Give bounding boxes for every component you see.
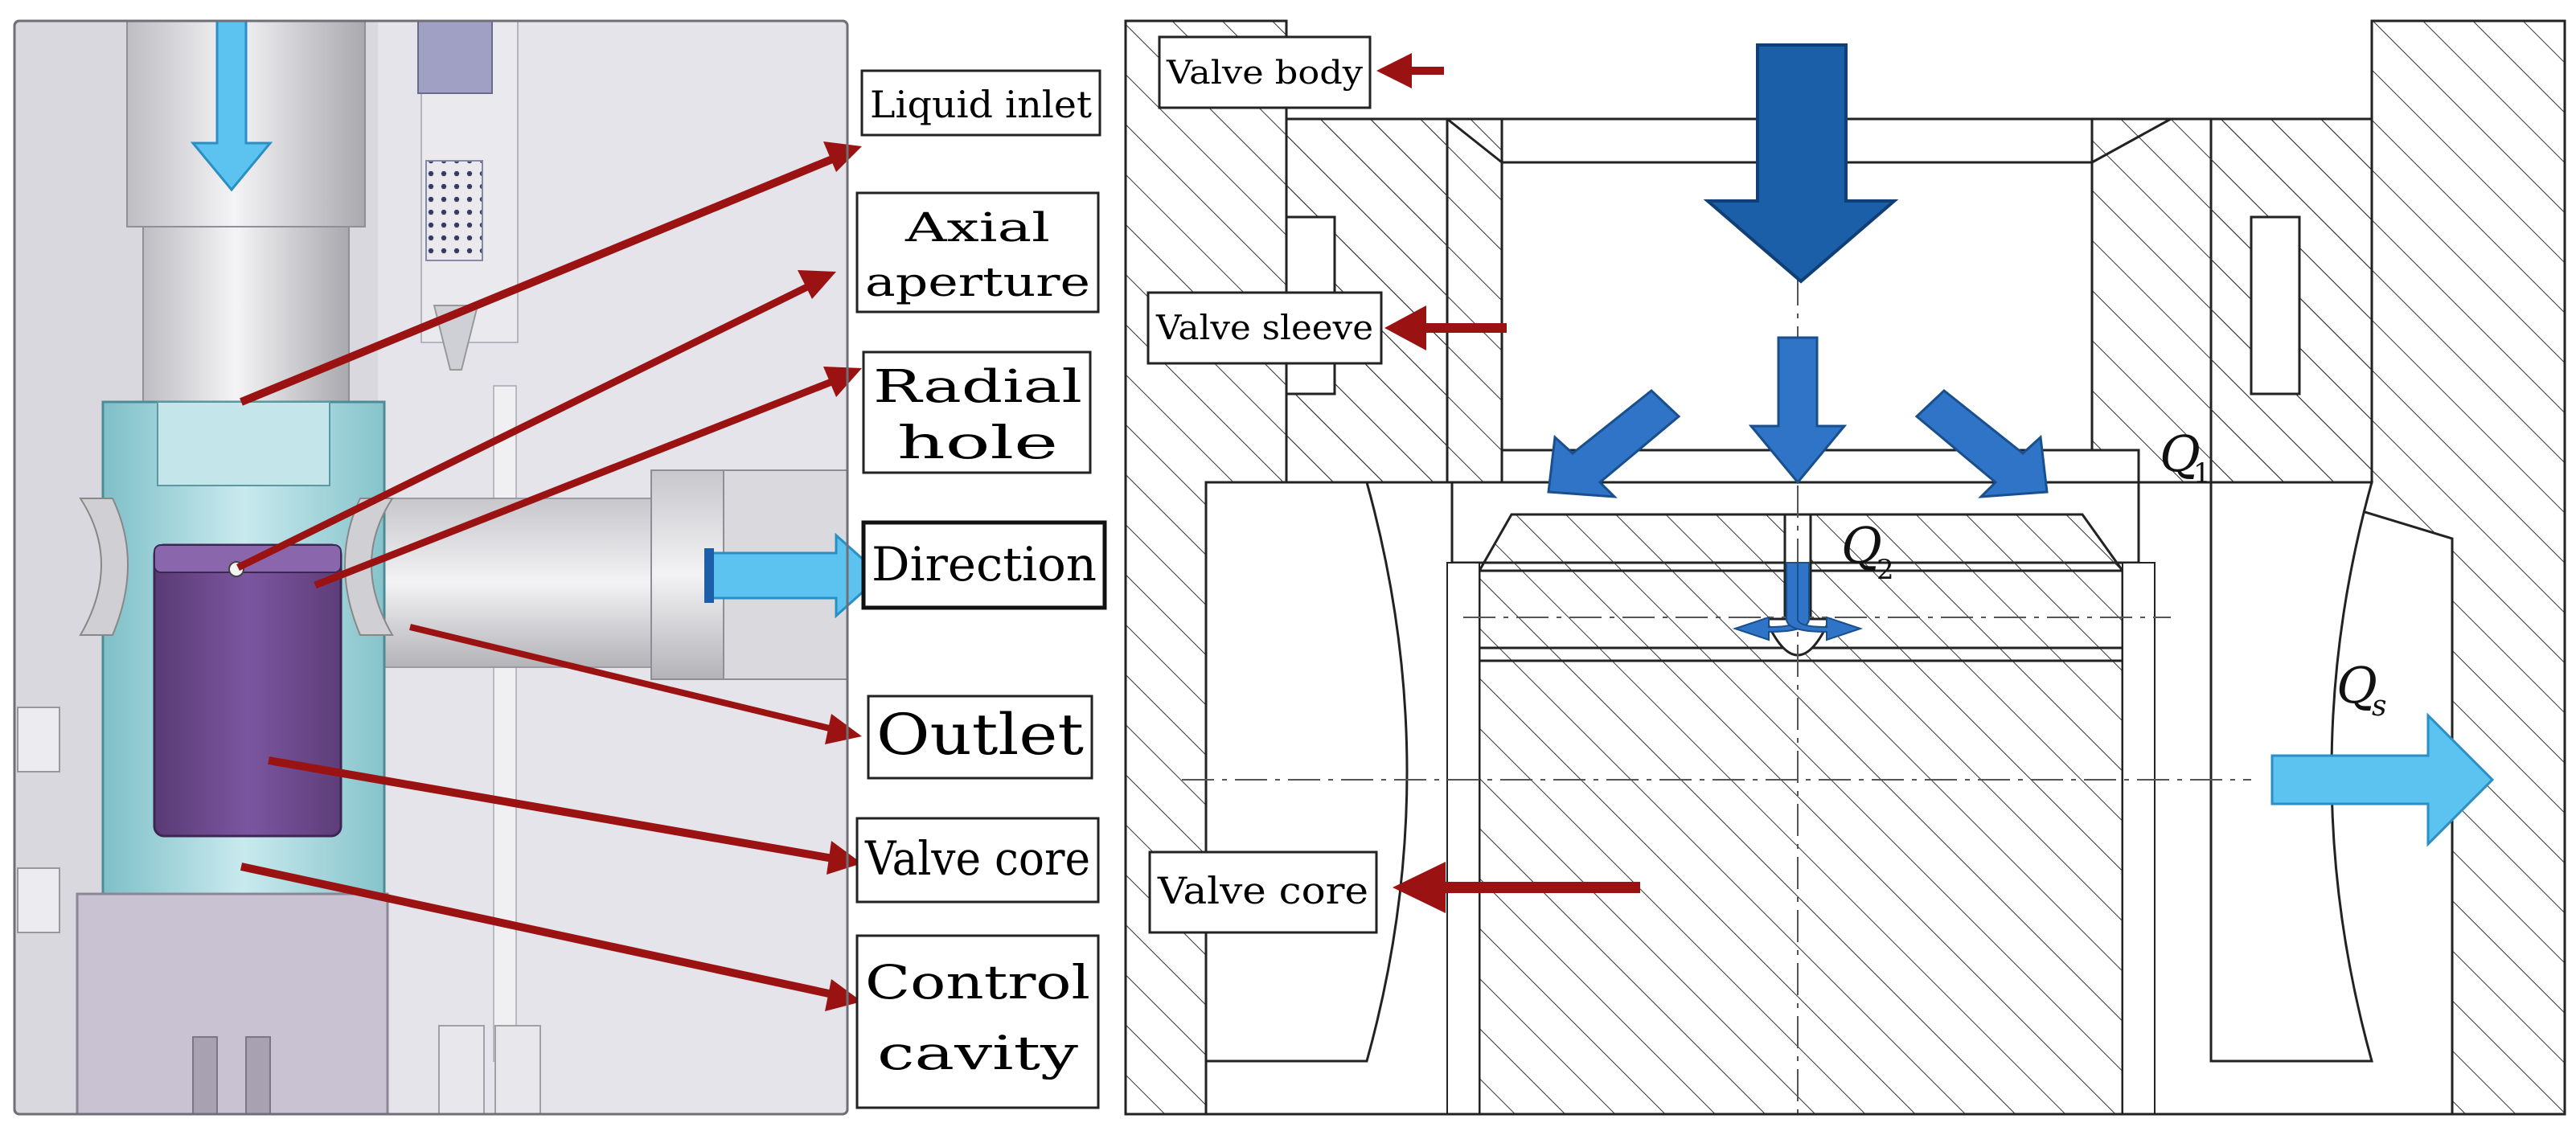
valve-sleeve-right-wall	[2090, 117, 2373, 484]
right-flow-arrows	[1547, 43, 2495, 847]
label-control-cavity-line1: Control	[865, 955, 1090, 1010]
sleeve-inner-upper	[157, 401, 330, 486]
left-label-boxes: Liquid inlet Axial aperture Radial hole …	[855, 69, 1107, 1109]
left-cutaway-panel	[13, 19, 884, 1116]
valve-core-section	[1478, 646, 2124, 1116]
label-liquid-inlet-text: Liquid inlet	[870, 83, 1093, 126]
label-valve-sleeve: Valve sleeve	[1146, 291, 1383, 365]
outlet-flow-arrow	[2270, 712, 2495, 847]
pointer-radial-hole	[314, 367, 862, 589]
pointer-valve-sleeve	[1384, 305, 1507, 350]
outlet-window-left	[1204, 481, 1409, 1063]
plug-slot-1	[192, 1036, 218, 1115]
side-fitting-2	[17, 867, 60, 933]
inlet-flow-arrow	[190, 19, 273, 192]
valve-core-3d	[153, 543, 343, 838]
label-axial-aperture: Axial aperture	[855, 191, 1100, 314]
pointer-control-cavity	[240, 863, 862, 1011]
outlet-bore	[369, 498, 660, 668]
flow-qs-subscript: s	[2372, 690, 2386, 723]
orifice-split-arrow-right	[1786, 562, 1864, 641]
pointer-liquid-inlet	[240, 141, 862, 406]
flow-label-qs: Q s	[2336, 656, 2386, 723]
flow-label-q2: Q 2	[1841, 516, 1894, 586]
flow-qs-symbol: Q	[2336, 656, 2377, 715]
pointer-valve-core	[268, 756, 862, 875]
right-label-boxes: Valve body Valve sleeve Valve core	[1146, 35, 1383, 934]
label-control-cavity-line2: cavity	[877, 1026, 1078, 1080]
label-liquid-inlet: Liquid inlet	[860, 69, 1101, 137]
direction-flow-arrow	[708, 532, 884, 619]
flow-q1-subscript: 1	[2193, 457, 2211, 490]
core-sleeve-gap-left	[1446, 562, 1480, 1115]
bottom-fitting-2	[494, 1025, 541, 1115]
pilot-tube	[493, 385, 517, 1062]
plug-slot-2	[245, 1036, 271, 1115]
label-valve-body-text: Valve body	[1166, 55, 1364, 92]
valve-core-top	[154, 544, 342, 573]
flow-label-q1: Q 1	[2160, 424, 2211, 490]
chamber-chamfer-left	[1446, 117, 1503, 164]
label-valve-sleeve-text: Valve sleeve	[1155, 308, 1373, 347]
label-direction: Direction	[861, 520, 1107, 610]
chamber-chamfer-right	[2091, 117, 2172, 164]
right-pointer-arrows	[1376, 53, 1640, 913]
label-control-cavity: Control cavity	[855, 934, 1100, 1109]
inlet-bore-lower	[142, 226, 350, 403]
label-outlet: Outlet	[867, 695, 1093, 780]
label-valve-body: Valve body	[1158, 35, 1372, 109]
pointer-valve-body	[1376, 53, 1444, 88]
inlet-chamber	[1500, 161, 2094, 452]
side-fitting-1	[17, 707, 60, 773]
pointer-valve-core-right	[1393, 862, 1640, 913]
bottom-fitting-1	[438, 1025, 485, 1115]
label-axial-aperture-line1: Axial	[904, 204, 1050, 251]
left-flow-arrow	[1547, 389, 1681, 498]
flow-q1-symbol: Q	[2160, 424, 2201, 483]
flow-q2-subscript: 2	[1877, 554, 1894, 586]
label-direction-text: Direction	[872, 537, 1097, 592]
left-pointer-arrows	[236, 141, 862, 1011]
pointer-axial-aperture	[236, 270, 836, 572]
label-outlet-text: Outlet	[876, 702, 1084, 768]
label-radial-hole-line1: Radial	[873, 361, 1082, 413]
label-valve-core-right: Valve core	[1148, 850, 1378, 934]
control-cavity-block	[76, 892, 389, 1116]
core-sleeve-gap-right	[2122, 562, 2156, 1115]
sleeve-recess-right	[2250, 215, 2301, 395]
center-flow-arrow	[1748, 336, 1848, 485]
left-panel-frame	[13, 19, 849, 1116]
filter-screen	[425, 160, 483, 261]
right-flow-arrow	[1914, 389, 2049, 498]
label-valve-core-left: Valve core	[855, 817, 1100, 904]
sleeve-left-window	[79, 498, 129, 636]
flow-symbols: Q 1 Q 2 Q s	[1841, 424, 2386, 723]
label-valve-core-left-text: Valve core	[864, 831, 1090, 886]
pointer-outlet	[409, 624, 862, 744]
label-radial-hole-line2: hole	[897, 417, 1058, 469]
flow-q2-symbol: Q	[1841, 516, 1882, 575]
filter-cap	[417, 20, 493, 94]
label-axial-aperture-line2: aperture	[865, 259, 1090, 305]
main-inlet-arrow	[1703, 43, 1899, 284]
label-radial-hole: Radial hole	[862, 350, 1092, 474]
direction-arrow-tail	[704, 548, 714, 603]
label-valve-core-right-text: Valve core	[1157, 869, 1368, 912]
